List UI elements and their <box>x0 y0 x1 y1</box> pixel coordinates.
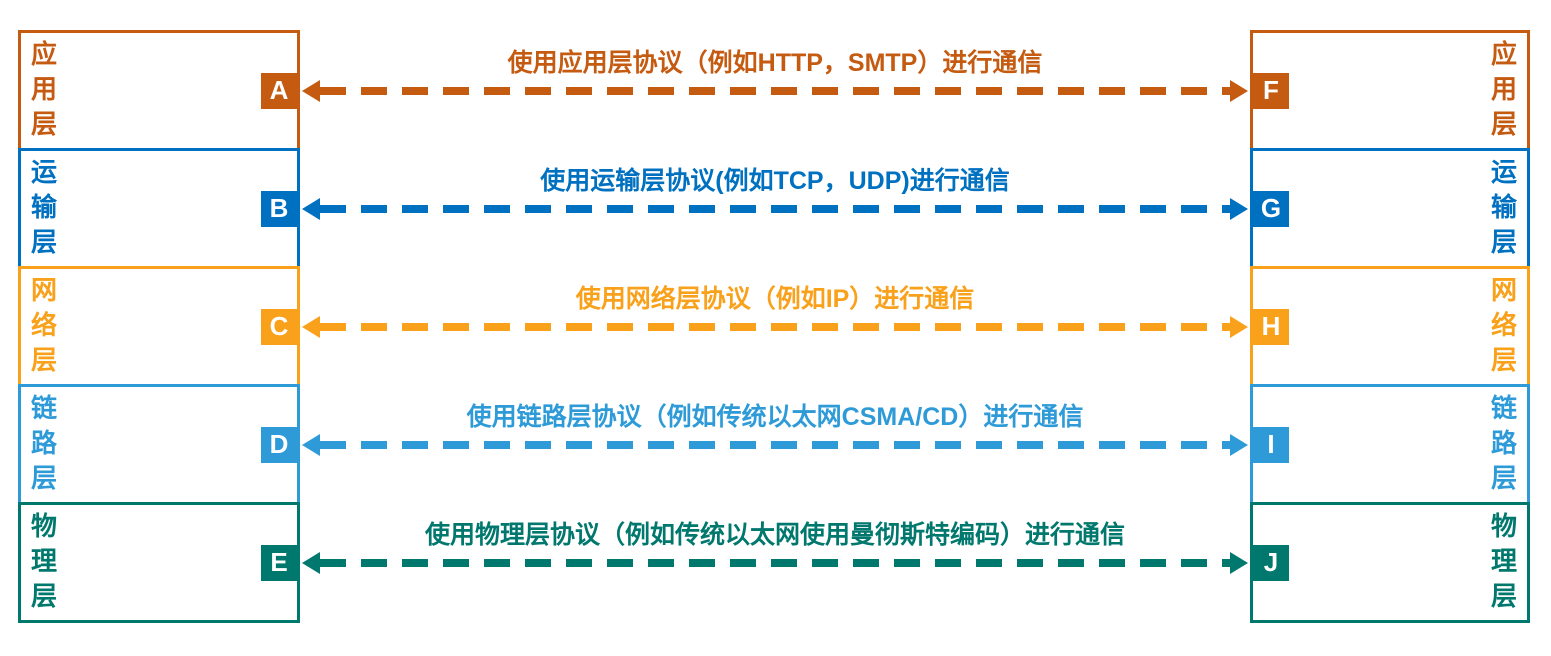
layer-name-left: 链 路 层 <box>31 393 58 494</box>
right-layer-box-link: I 链 路 层 <box>1250 384 1530 505</box>
arrowhead-right-icon <box>1230 197 1248 220</box>
layer-name-left: 网 络 层 <box>31 275 58 376</box>
dashed-line <box>320 86 1230 95</box>
layer-name-right: 链 路 层 <box>1490 393 1517 494</box>
dashed-line <box>320 322 1230 331</box>
left-layer-box-physical: 物 理 层 E <box>18 502 300 623</box>
left-layer-box-application: 应 用 层 A <box>18 30 300 151</box>
arrowhead-left-icon <box>302 197 320 220</box>
protocol-label: 使用物理层协议（例如传统以太网使用曼彻斯特编码）进行通信 <box>424 520 1125 549</box>
endpoint-badge-left: C <box>261 308 297 345</box>
left-layer-box-link: 链 路 层 D <box>18 384 300 505</box>
endpoint-badge-left: A <box>261 72 297 109</box>
arrowhead-left-icon <box>302 79 320 102</box>
layer-name-right: 运 输 层 <box>1490 157 1517 258</box>
layer-row-physical: 物 理 层 E 使用物理层协议（例如传统以太网使用曼彻斯特编码）进行通信 J 物… <box>18 502 1530 623</box>
layer-row-transport: 运 输 层 B 使用运输层协议(例如TCP，UDP)进行通信 G 运 输 层 <box>18 148 1530 269</box>
dashed-double-arrow <box>302 315 1248 338</box>
protocol-link-network: 使用网络层协议（例如IP）进行通信 <box>300 266 1250 387</box>
endpoint-badge-right: J <box>1253 544 1289 581</box>
layer-row-application: 应 用 层 A 使用应用层协议（例如HTTP，SMTP）进行通信 F 应 用 层 <box>18 30 1530 151</box>
endpoint-badge-right: I <box>1253 426 1289 463</box>
layer-row-network: 网 络 层 C 使用网络层协议（例如IP）进行通信 H 网 络 层 <box>18 266 1530 387</box>
protocol-link-transport: 使用运输层协议(例如TCP，UDP)进行通信 <box>300 148 1250 269</box>
right-layer-box-physical: J 物 理 层 <box>1250 502 1530 623</box>
arrowhead-right-icon <box>1230 315 1248 338</box>
arrowhead-right-icon <box>1230 79 1248 102</box>
endpoint-badge-left: B <box>261 190 297 227</box>
layer-name-right: 物 理 层 <box>1490 511 1517 612</box>
layer-row-link: 链 路 层 D 使用链路层协议（例如传统以太网CSMA/CD）进行通信 I 链 … <box>18 384 1530 505</box>
protocol-link-application: 使用应用层协议（例如HTTP，SMTP）进行通信 <box>300 30 1250 151</box>
dashed-double-arrow <box>302 79 1248 102</box>
right-layer-box-application: F 应 用 层 <box>1250 30 1530 151</box>
dashed-line <box>320 558 1230 567</box>
endpoint-badge-left: E <box>261 544 297 581</box>
dashed-line <box>320 204 1230 213</box>
endpoint-badge-right: H <box>1253 308 1289 345</box>
right-layer-box-network: H 网 络 层 <box>1250 266 1530 387</box>
protocol-link-physical: 使用物理层协议（例如传统以太网使用曼彻斯特编码）进行通信 <box>300 502 1250 623</box>
dashed-double-arrow <box>302 551 1248 574</box>
protocol-label: 使用应用层协议（例如HTTP，SMTP）进行通信 <box>507 48 1043 77</box>
layer-name-left: 运 输 层 <box>31 157 58 258</box>
endpoint-badge-right: F <box>1253 72 1289 109</box>
layer-name-right: 网 络 层 <box>1490 275 1517 376</box>
left-layer-box-network: 网 络 层 C <box>18 266 300 387</box>
layer-name-left: 应 用 层 <box>31 39 58 140</box>
dashed-double-arrow <box>302 197 1248 220</box>
layer-name-left: 物 理 层 <box>31 511 58 612</box>
arrowhead-left-icon <box>302 315 320 338</box>
dashed-double-arrow <box>302 433 1248 456</box>
arrowhead-right-icon <box>1230 433 1248 456</box>
layer-name-right: 应 用 层 <box>1490 39 1517 140</box>
left-layer-box-transport: 运 输 层 B <box>18 148 300 269</box>
protocol-label: 使用运输层协议(例如TCP，UDP)进行通信 <box>540 166 1010 195</box>
protocol-link-link: 使用链路层协议（例如传统以太网CSMA/CD）进行通信 <box>300 384 1250 505</box>
arrowhead-left-icon <box>302 551 320 574</box>
arrowhead-right-icon <box>1230 551 1248 574</box>
protocol-label: 使用网络层协议（例如IP）进行通信 <box>575 284 975 313</box>
dashed-line <box>320 440 1230 449</box>
arrowhead-left-icon <box>302 433 320 456</box>
right-layer-box-transport: G 运 输 层 <box>1250 148 1530 269</box>
endpoint-badge-right: G <box>1253 190 1289 227</box>
endpoint-badge-left: D <box>261 426 297 463</box>
protocol-label: 使用链路层协议（例如传统以太网CSMA/CD）进行通信 <box>466 402 1084 431</box>
